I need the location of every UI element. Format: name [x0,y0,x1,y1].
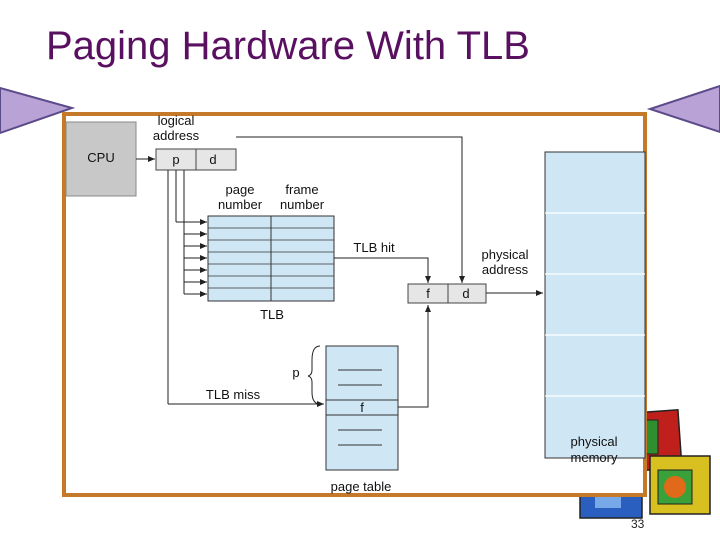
right-tab-decoration [646,84,720,134]
physical-address-label-1: physical [482,247,529,262]
frame-field-label: f [426,286,430,301]
slide-number: 33 [631,517,645,531]
page-table-label: page table [331,479,392,494]
offset-field-box [195,148,237,171]
physical-memory [544,151,646,459]
tlb-hit-label: TLB hit [353,240,395,255]
tlb-hit-arrow [334,257,431,283]
tlb-page-header-2: number [218,197,263,212]
cpu-box [65,121,137,197]
tlb-search-lines [167,170,207,404]
phys-offset-field-label: d [462,286,469,301]
tlb-table [207,215,335,302]
logical-address-label-1: logical [158,113,195,128]
left-tab-decoration [0,86,76,135]
cpu-label: CPU [87,150,114,165]
slide-title: Paging Hardware With TLB [46,24,530,68]
logical-address-label-2: address [153,128,200,143]
tlb-page-header-1: page [226,182,255,197]
physical-address-label-2: address [482,262,529,277]
physical-memory-label-1: physical [571,434,618,449]
page-field-label: p [172,152,179,167]
physical-memory-label-2: memory [571,450,618,465]
page-table-to-frame-arrow [398,305,431,408]
page-table [325,345,399,471]
offset-field-label: d [209,152,216,167]
tlb-label: TLB [260,307,284,322]
page-table-brace [307,345,321,405]
page-table-f-label: f [360,400,364,415]
offset-to-physical-arrow [236,136,465,283]
tlb-miss-label: TLB miss [206,387,261,402]
page-table-p-label: p [292,365,299,380]
tlb-frame-header-1: frame [285,182,318,197]
tlb-frame-header-2: number [280,197,325,212]
